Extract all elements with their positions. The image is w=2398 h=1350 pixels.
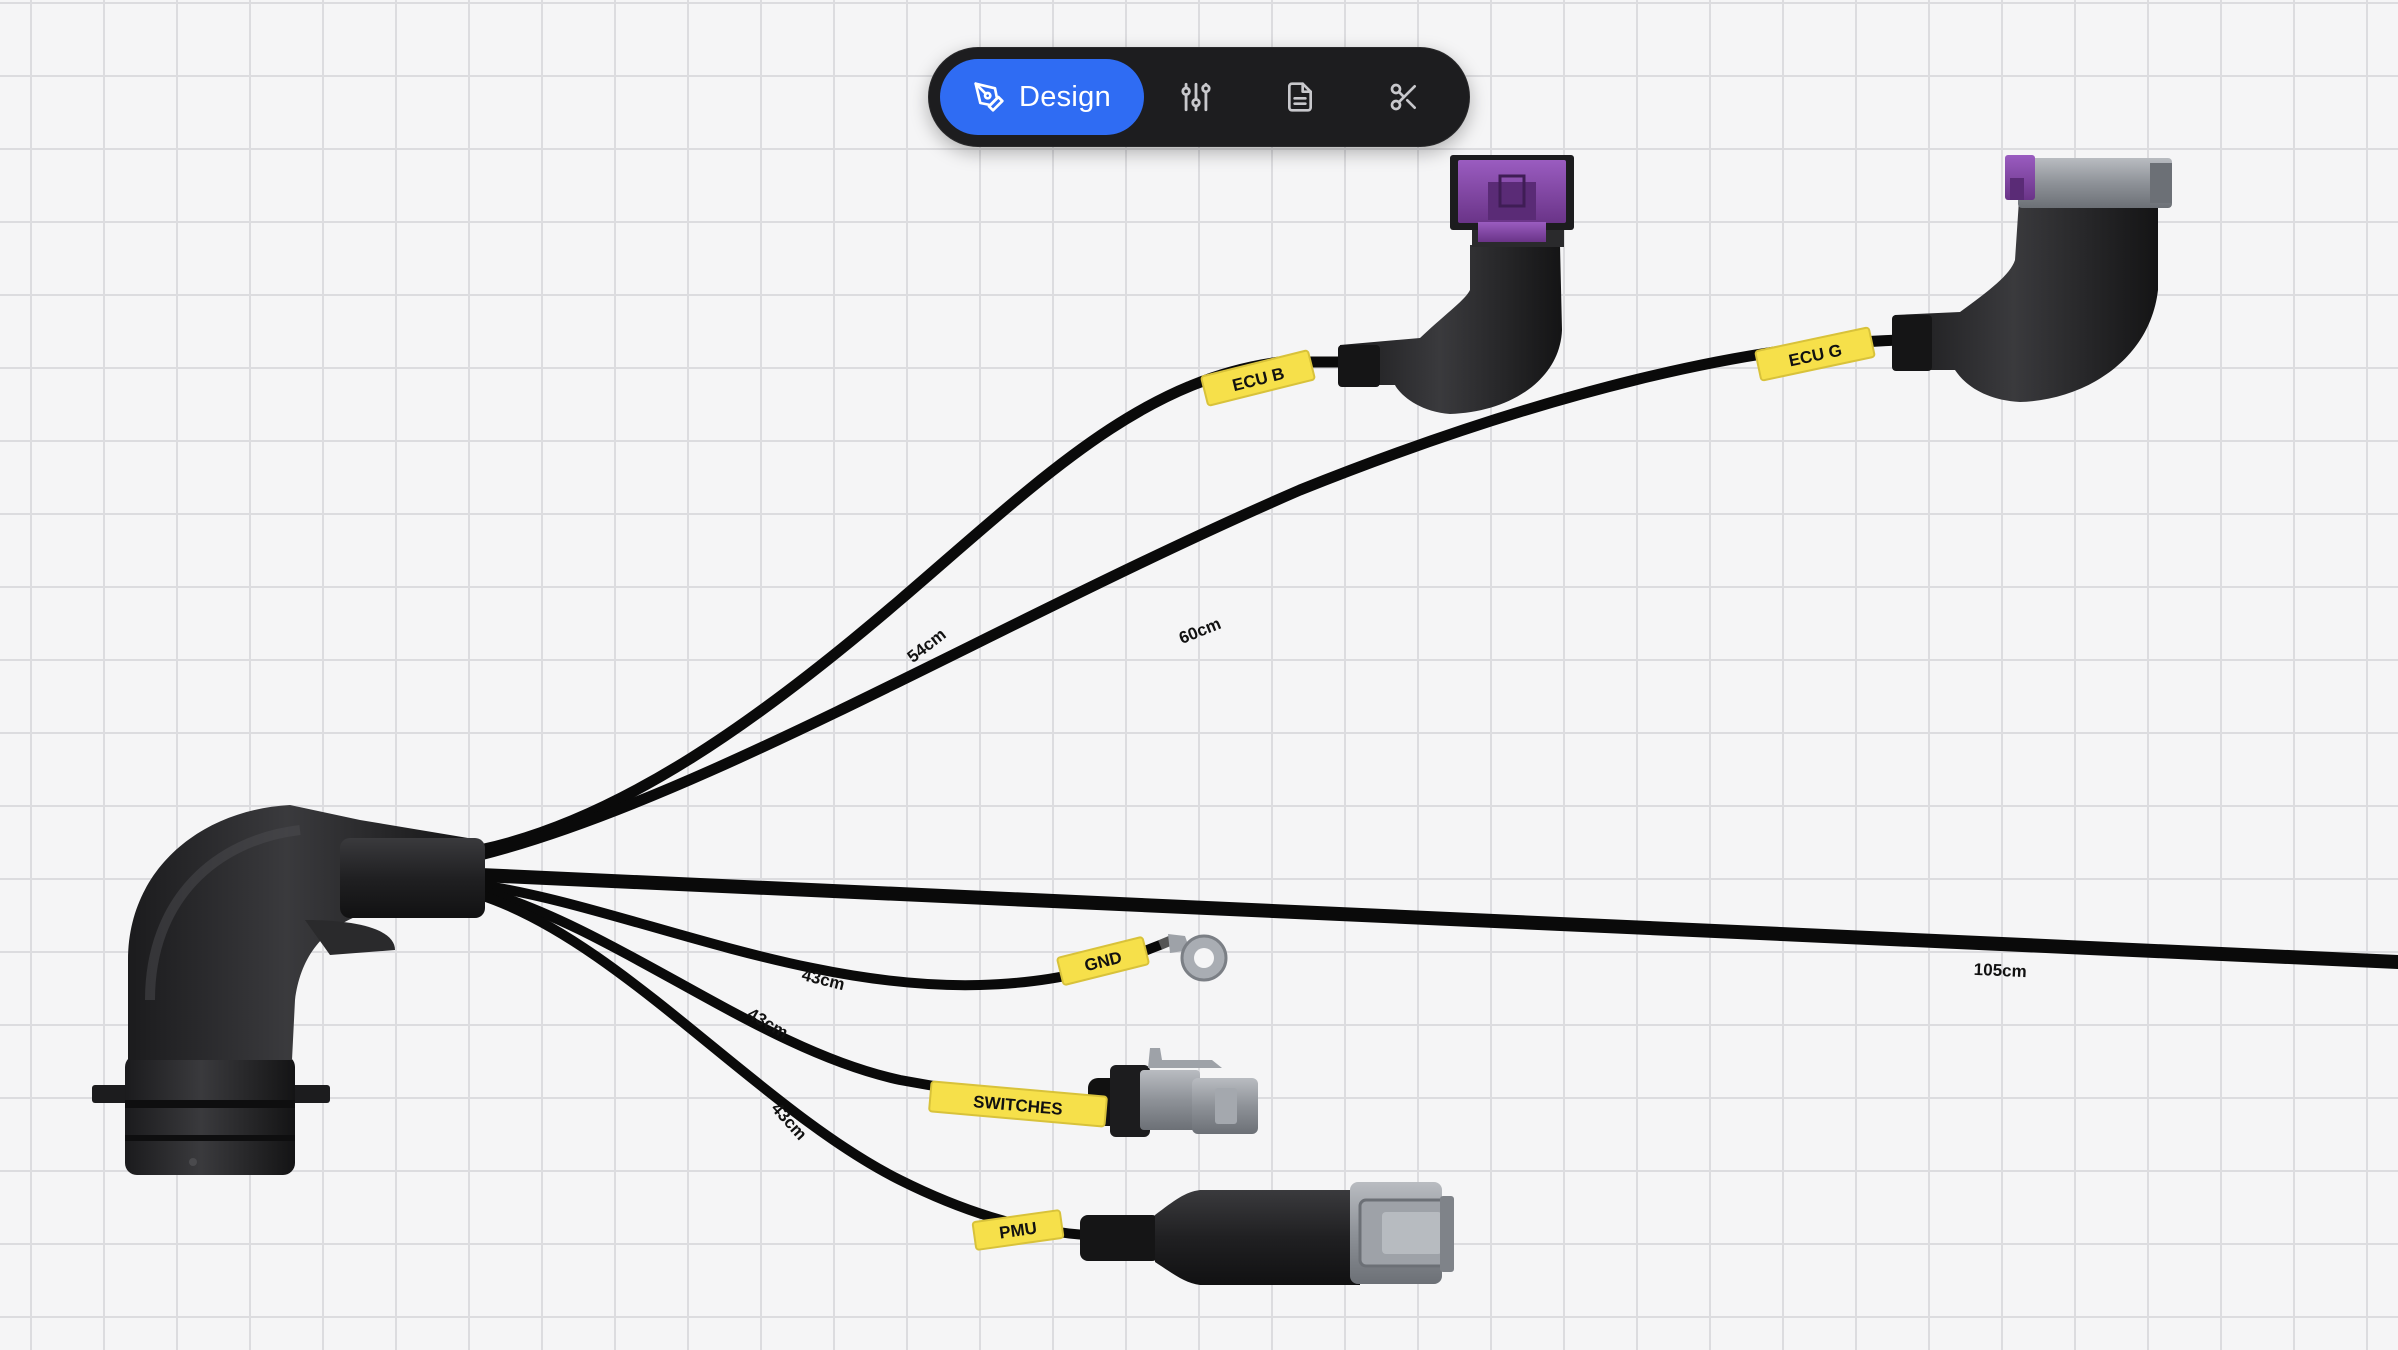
tag-switches[interactable]: SWITCHES [928, 1080, 1108, 1128]
tag-ecu-g[interactable]: ECU G [1754, 326, 1876, 382]
switches-connector[interactable] [1088, 1048, 1258, 1137]
parameters-icon [1181, 82, 1211, 112]
gnd-ring-terminal[interactable] [1158, 934, 1228, 982]
cable-main-run[interactable] [473, 868, 2398, 969]
parameters-mode-button[interactable] [1144, 59, 1248, 135]
ecu-b-connector[interactable] [1338, 155, 1574, 414]
cable-tags: ECU B ECU G GND SWITCHES PMU [928, 326, 1876, 1251]
ecu-g-connector[interactable] [1892, 155, 2172, 402]
document-icon [1288, 82, 1312, 112]
cables [473, 334, 2398, 1240]
document-mode-button[interactable] [1248, 59, 1352, 135]
length-labels: 54cm 60cm 105cm 43cm 43cm 43cm [744, 614, 2027, 1144]
cable-ecu-b[interactable] [474, 356, 1346, 856]
design-mode-label: Design [1018, 80, 1112, 113]
cable-switches[interactable] [475, 885, 1095, 1107]
design-mode-button[interactable]: Design [940, 59, 1144, 135]
cut-mode-button[interactable] [1352, 59, 1456, 135]
mode-toolbar: Design [928, 47, 1470, 147]
cable-ecu-g[interactable] [474, 334, 1906, 861]
tag-gnd[interactable]: GND [1056, 936, 1150, 986]
tag-pmu[interactable]: PMU [971, 1209, 1065, 1251]
main-connector[interactable] [92, 805, 485, 1175]
scissors-icon [1390, 83, 1416, 111]
cable-pmu[interactable] [475, 890, 1090, 1240]
length-main-run: 105cm [1973, 960, 2027, 981]
length-ecu-g: 60cm [1176, 614, 1223, 648]
tag-ecu-b[interactable]: ECU B [1200, 349, 1316, 407]
length-switches: 43cm [744, 1004, 791, 1042]
pen-icon [974, 82, 1004, 112]
pmu-connector[interactable] [1080, 1182, 1454, 1285]
